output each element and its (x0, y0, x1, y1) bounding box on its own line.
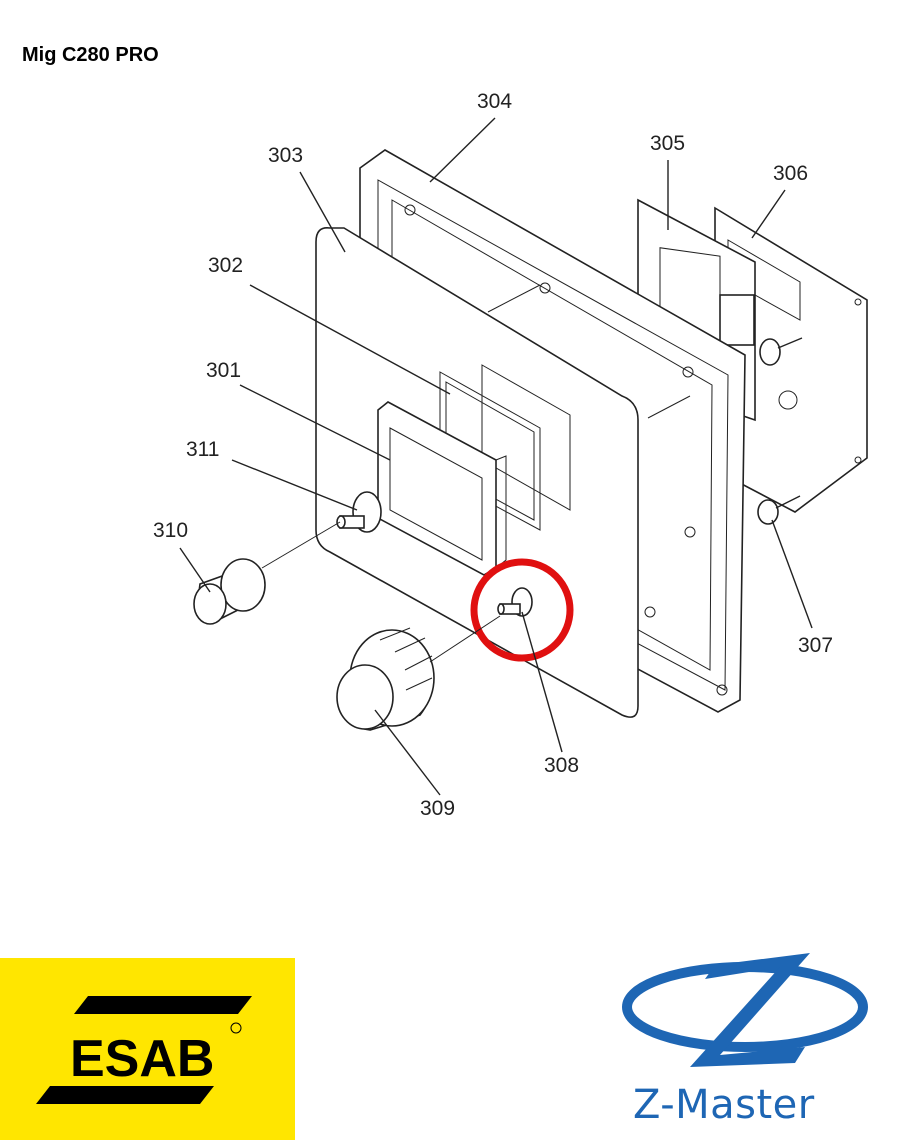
part-311-encoder (336, 491, 382, 533)
callout-307: 307 (798, 634, 833, 657)
part-308-encoder (497, 587, 533, 617)
part-307-screws (757, 337, 803, 525)
callout-310: 310 (153, 519, 188, 542)
callout-302: 302 (208, 254, 243, 277)
callout-311: 311 (186, 438, 219, 461)
callout-301: 301 (206, 359, 241, 382)
highlight-circle (470, 558, 574, 662)
esab-logo-text: ESAB (70, 1030, 214, 1088)
esab-logo-mark: ESAB (36, 996, 252, 1104)
zmaster-logo (610, 945, 880, 1135)
page-title: Mig C280 PRO (22, 44, 159, 66)
part-310-knob (193, 558, 266, 625)
callout-308: 308 (544, 754, 579, 777)
callout-305: 305 (650, 132, 685, 155)
callout-306: 306 (773, 162, 808, 185)
callout-303: 303 (268, 144, 303, 167)
exploded-parts-diagram: 303 304 305 306 302 301 311 310 307 308 … (153, 90, 868, 820)
callout-304: 304 (477, 90, 512, 113)
zmaster-logo-text: Z-Master (633, 1082, 815, 1128)
zmaster-logo-mark (622, 953, 868, 1067)
callout-309: 309 (420, 797, 455, 820)
esab-logo: ESAB (0, 958, 295, 1140)
part-309-knob (336, 627, 435, 731)
